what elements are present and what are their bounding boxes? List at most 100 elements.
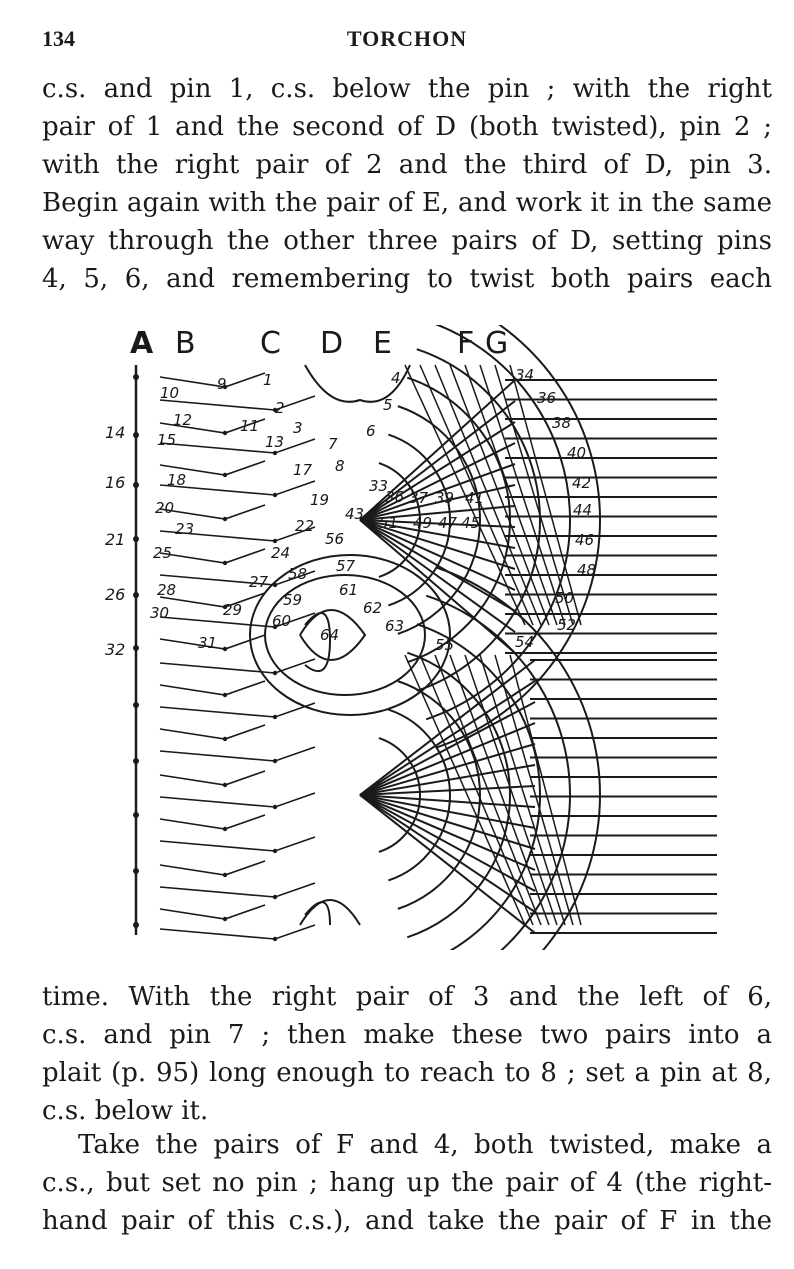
ground-zigzag <box>159 814 266 830</box>
ground-pin-dot <box>272 670 278 676</box>
radial-line <box>359 794 536 808</box>
radial-line <box>359 505 516 521</box>
pin-number: 38 <box>552 414 571 432</box>
fan-arc <box>406 651 511 939</box>
edge-pin-dot <box>133 758 139 764</box>
fan-arc <box>406 376 511 664</box>
pin-number: 55 <box>435 636 454 654</box>
ground-zigzag <box>159 724 266 740</box>
pin-number: 20 <box>155 499 174 517</box>
fan-arc <box>388 708 451 882</box>
lattice-line <box>449 364 550 626</box>
pin-number: 27 <box>249 573 269 591</box>
lattice-line <box>419 654 534 926</box>
pin-number: 13 <box>265 433 284 451</box>
text-line: Begin again with the pair of E, and work… <box>42 188 772 218</box>
text-line: way through the other three pairs of D, … <box>42 226 772 256</box>
pin-number: 28 <box>157 581 176 599</box>
pin-number: 7 <box>328 435 338 453</box>
row-label: 21 <box>105 530 125 549</box>
radial-line <box>359 442 516 521</box>
edge-pin-dot <box>133 922 139 928</box>
pin-number: 61 <box>339 581 358 599</box>
pin-number: 25 <box>153 544 172 562</box>
radial-line <box>359 463 516 521</box>
radial-line <box>359 794 536 871</box>
text-line: Take the pairs of F and 4, both twisted,… <box>78 1130 772 1160</box>
pin-number: 56 <box>325 530 344 548</box>
ground-pin-dot <box>222 872 228 878</box>
pin-number: 49 <box>413 514 432 532</box>
pin-number: 54 <box>515 633 534 651</box>
pin-number: 8 <box>335 457 345 475</box>
lattice-line <box>509 654 582 926</box>
pin-number: 31 <box>198 634 217 652</box>
paragraph-3: Take the pairs of F and 4, both twisted,… <box>42 1126 772 1240</box>
edge-pin-dot <box>133 868 139 874</box>
fan-arc <box>378 737 421 853</box>
ground-zigzag <box>159 658 316 674</box>
lattice-line <box>434 654 542 926</box>
ground-zigzag <box>159 860 266 876</box>
edge-pin-dot <box>133 536 139 542</box>
ground-pin-dot <box>272 624 278 630</box>
edge-pin-dot <box>133 645 139 651</box>
ground-pin-dot <box>222 782 228 788</box>
pin-number: 50 <box>555 589 574 607</box>
pin-number: 9 <box>217 375 227 393</box>
ground-zigzag <box>159 395 316 411</box>
lens-bottom <box>299 899 361 926</box>
fan-arc <box>425 325 572 721</box>
pin-number: 4 <box>391 369 401 387</box>
ground-pin-dot <box>272 450 278 456</box>
paragraph-2: time. With the right pair of 3 and the l… <box>42 978 772 1130</box>
fan-arc <box>416 348 541 692</box>
ground-pin-dot <box>222 916 228 922</box>
fan-arc <box>425 594 572 950</box>
row-label: 32 <box>105 640 125 659</box>
edge-pin-dot <box>133 702 139 708</box>
lens-ring <box>264 574 427 696</box>
edge-pin-dot <box>133 374 139 380</box>
pin-number: 47 <box>438 514 458 532</box>
pin-number: 22 <box>295 517 314 535</box>
ground-pin-dot <box>222 516 228 522</box>
radial-line <box>359 794 536 934</box>
pin-number: 36 <box>385 488 404 506</box>
ground-pin-dot <box>272 407 278 413</box>
lattice-line <box>494 654 574 926</box>
radial-line <box>359 519 516 633</box>
ground-pin-dot <box>222 430 228 436</box>
radial-line <box>359 519 516 654</box>
pin-number: 63 <box>385 617 404 635</box>
ground-zigzag <box>159 504 266 520</box>
radial-line <box>359 379 516 521</box>
lattice-line <box>509 364 582 626</box>
ground-zigzag <box>159 680 266 696</box>
radial-line <box>359 794 536 892</box>
pin-number: 33 <box>369 477 388 495</box>
column-label: C <box>260 326 281 361</box>
lens-bottom-left <box>304 901 331 926</box>
ground-zigzag <box>159 904 266 920</box>
pin-number: 2 <box>275 399 285 417</box>
pin-number: 44 <box>573 501 592 519</box>
fan-arc <box>388 433 451 607</box>
ground-zigzag <box>159 836 316 852</box>
lens-shape <box>299 609 367 661</box>
pin-number: 45 <box>461 514 480 532</box>
pin-number: 58 <box>288 565 307 583</box>
pin-number: 57 <box>336 557 356 575</box>
fan-arc <box>378 462 421 578</box>
ground-pin-dot <box>222 560 228 566</box>
pin-number: 46 <box>575 531 594 549</box>
row-label: 16 <box>105 473 125 492</box>
pin-number: 23 <box>175 520 194 538</box>
pin-number: 36 <box>537 389 556 407</box>
ground-pin-dot <box>222 736 228 742</box>
radial-line <box>359 484 516 521</box>
page-header: 134 TORCHON <box>42 26 772 56</box>
radial-line <box>359 794 536 913</box>
lattice-line <box>434 364 542 626</box>
